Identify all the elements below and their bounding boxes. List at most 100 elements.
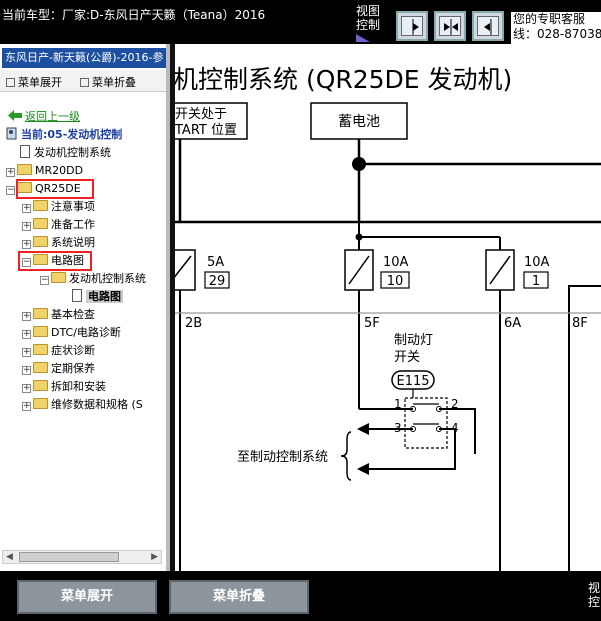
scroll-thumb[interactable]	[19, 552, 119, 562]
expand-plus-icon[interactable]: +	[6, 167, 15, 177]
expand-plus-icon[interactable]: +	[22, 221, 31, 231]
left-panel-title: 东风日产-新天籁(公爵)-2016-参	[2, 48, 166, 68]
connector-e115-label: E115	[396, 374, 429, 389]
split-arrows-icon	[444, 19, 458, 35]
scroll-left-icon[interactable]: ◀	[6, 552, 13, 562]
folder-open-icon	[51, 272, 66, 283]
tree-item-circuit-diagram[interactable]: 电路图	[72, 289, 123, 305]
expand-plus-icon[interactable]: +	[22, 383, 31, 393]
brake-switch-label-2: 开关	[394, 350, 420, 365]
collapse-icon	[80, 78, 89, 87]
wiring-diagram: 机控制系统 (QR25DE 发动机) 开关处于 TART 位置 蓄电池 5A 2…	[175, 65, 601, 571]
folder-open-icon	[33, 254, 48, 265]
service-line-1: 您的专职客服	[513, 12, 586, 26]
top-bar: 当前车型：厂家:D-东风日产天籁（Teana）2016 视图控制 您的专职客服 …	[0, 0, 601, 44]
folder-icon	[33, 200, 48, 211]
expand-plus-icon[interactable]: +	[22, 239, 31, 249]
arrow-left-icon	[484, 19, 492, 35]
ignition-label-line1: 开关处于	[175, 107, 227, 122]
brake-switch-body	[404, 397, 448, 449]
collapse-minus-icon[interactable]: −	[40, 275, 49, 285]
service-line-2: 线：028-8703872	[513, 27, 601, 41]
tree-item-system-description[interactable]: +系统说明	[22, 236, 95, 249]
ignition-switch-box	[175, 102, 248, 140]
back-arrow-icon	[8, 110, 22, 121]
expand-plus-icon[interactable]: +	[22, 365, 31, 375]
fuse-10-number: 10	[387, 274, 404, 289]
menu-expand-button[interactable]: 菜单展开	[17, 580, 157, 614]
left-panel: 东风日产-新天籁(公爵)-2016-参 菜单展开 菜单折叠 返回上一级 当前:0…	[0, 44, 170, 571]
tree-horizontal-scrollbar[interactable]: ◀ ▶	[2, 550, 162, 564]
service-contact: 您的专职客服 线：028-8703872	[511, 12, 601, 44]
brake-switch-label-1: 制动灯	[394, 333, 433, 348]
collapse-minus-icon[interactable]: −	[6, 185, 15, 195]
diagram-title: 机控制系统 (QR25DE 发动机)	[175, 65, 512, 94]
tree-item-removal[interactable]: +拆卸和安装	[22, 380, 106, 393]
tap-label-5f: 5F	[364, 316, 380, 331]
tree-item-mr20dd[interactable]: +MR20DD	[6, 164, 84, 177]
category-tree: 返回上一级 当前:05-发动机控制 发动机控制系统 +MR20DD −QR25D…	[2, 104, 166, 544]
fuse-1-rating: 10A	[524, 255, 550, 270]
tree-item-service-data[interactable]: +维修数据和规格 (S	[22, 398, 143, 411]
tree-item-engine-system-sub[interactable]: −发动机控制系统	[40, 272, 146, 285]
fuse-29-number: 29	[209, 274, 226, 289]
folder-icon	[33, 326, 48, 337]
bracket	[340, 431, 352, 481]
fuse-10-rating: 10A	[383, 255, 409, 270]
arrow-right-icon	[412, 19, 419, 35]
document-icon	[20, 145, 30, 158]
ignition-label-line2: TART 位置	[175, 123, 237, 138]
current-node-label: 当前:05-发动机控制	[6, 127, 122, 143]
tree-item-maintenance[interactable]: +定期保养	[22, 362, 95, 375]
highlight-box-qr25de	[16, 179, 94, 199]
battery-box	[310, 102, 408, 140]
highlight-box-circuit	[18, 251, 92, 271]
folder-icon	[33, 344, 48, 355]
expand-plus-icon[interactable]: +	[22, 311, 31, 321]
folder-icon	[17, 164, 32, 175]
tree-item-dtc[interactable]: +DTC/电路诊断	[22, 326, 121, 339]
document-icon	[72, 289, 82, 302]
panel-divider[interactable]	[170, 44, 175, 571]
fuse-29-rating: 5A	[207, 255, 224, 270]
tree-item-qr25de[interactable]: −QR25DE	[6, 182, 81, 195]
tap-label-8f: 8F	[572, 316, 588, 331]
tree-expand-button[interactable]: 菜单展开	[6, 74, 62, 90]
expand-plus-icon[interactable]: +	[22, 347, 31, 357]
collapse-minus-icon[interactable]: −	[22, 257, 31, 267]
tree-item-notes[interactable]: +注意事项	[22, 200, 95, 213]
tap-label-6a: 6A	[504, 316, 521, 331]
tap-label-2b: 2B	[185, 316, 202, 331]
tree-item-engine-system[interactable]: 发动机控制系统	[20, 145, 111, 161]
view-control-label: 视图控制	[356, 4, 381, 32]
current-vehicle-label: 当前车型：厂家:D-东风日产天籁（Teana）2016	[2, 8, 266, 22]
folder-icon	[33, 380, 48, 391]
bottom-bar: 菜单展开 菜单折叠 视控	[0, 571, 601, 621]
folder-icon	[33, 398, 48, 409]
view-split-button[interactable]	[434, 11, 466, 41]
to-brake-system-label: 至制动控制系统	[237, 450, 328, 465]
tree-item-circuit[interactable]: −电路图	[22, 254, 84, 267]
tree-item-basic-check[interactable]: +基本检查	[22, 308, 95, 321]
expand-plus-icon[interactable]: +	[22, 329, 31, 339]
fuse-29	[175, 249, 196, 291]
menu-collapse-button[interactable]: 菜单折叠	[169, 580, 309, 614]
tree-toolbar: 菜单展开 菜单折叠	[0, 70, 166, 92]
fuse-1-number: 1	[532, 274, 540, 289]
view-control-indicator	[356, 34, 370, 42]
folder-icon	[33, 236, 48, 247]
folder-icon	[33, 218, 48, 229]
tree-item-prep[interactable]: +准备工作	[22, 218, 95, 231]
back-link[interactable]: 返回上一级	[8, 109, 80, 125]
folder-icon	[33, 362, 48, 373]
expand-plus-icon[interactable]: +	[22, 401, 31, 411]
tree-collapse-button[interactable]: 菜单折叠	[80, 74, 136, 90]
view-left-button[interactable]	[472, 11, 504, 41]
pin-1: 1	[394, 397, 402, 411]
view-right-button[interactable]	[396, 11, 428, 41]
tree-item-symptom[interactable]: +症状诊断	[22, 344, 95, 357]
scroll-right-icon[interactable]: ▶	[151, 552, 158, 562]
battery-label: 蓄电池	[338, 114, 380, 130]
expand-plus-icon[interactable]: +	[22, 203, 31, 213]
pin-2: 2	[451, 397, 459, 411]
